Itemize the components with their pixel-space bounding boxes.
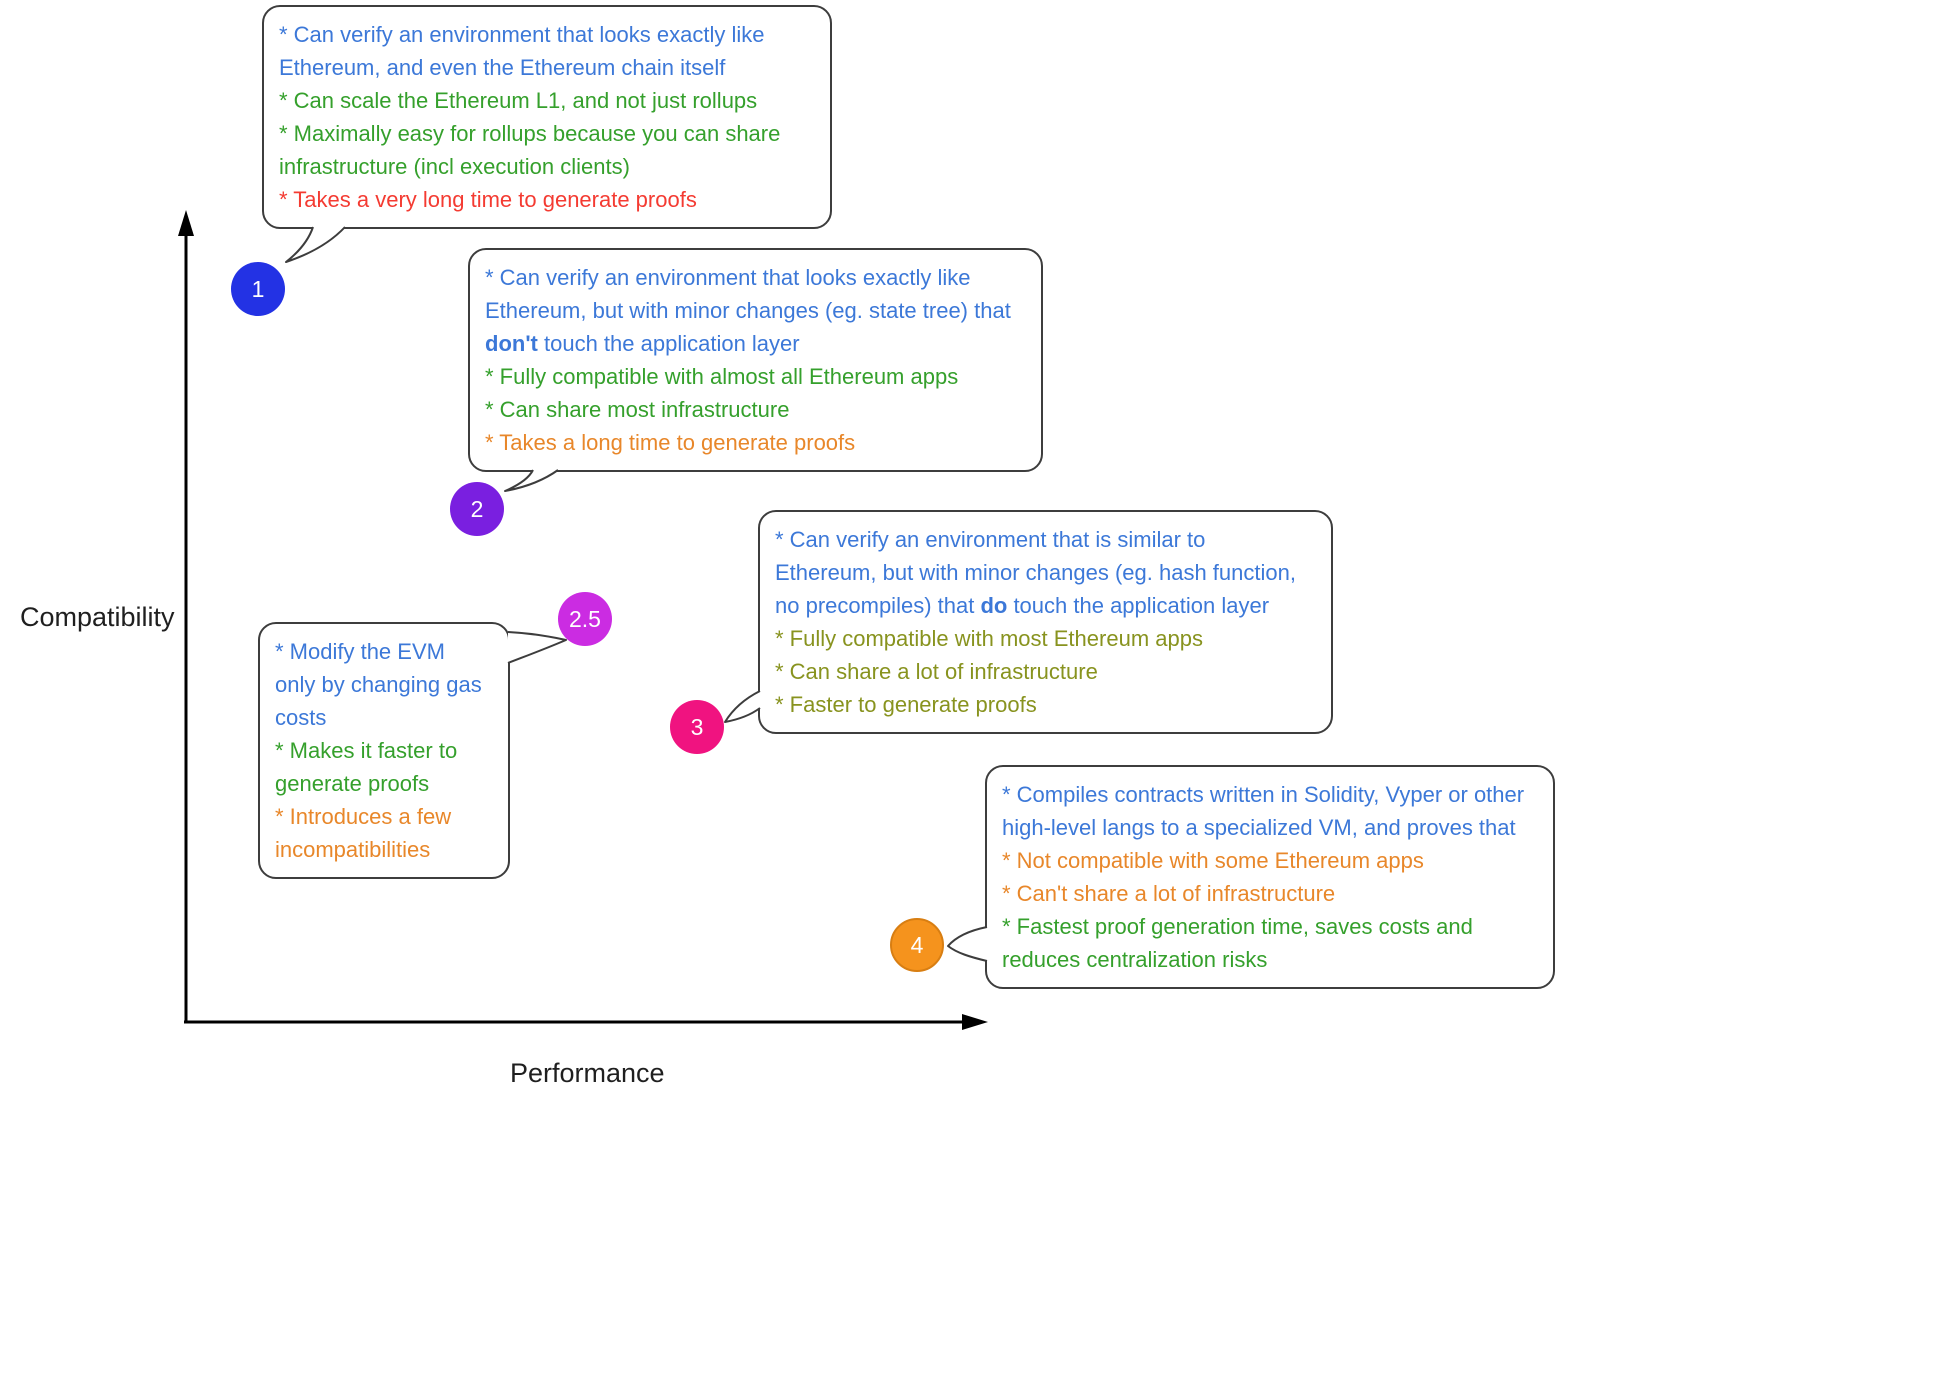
bubble-line: * Makes it faster to (275, 738, 458, 763)
bubble-line: * Can verify an environment that is simi… (775, 527, 1206, 552)
bubble-type-1: * Can verify an environment that looks e… (262, 5, 832, 229)
y-axis-label: Compatibility (20, 602, 175, 632)
bubble-line: reduces centralization risks (1002, 947, 1268, 972)
bubble-type-2-5: * Modify the EVM only by changing gas co… (258, 622, 510, 879)
bubble-line: * Faster to generate proofs (775, 692, 1037, 717)
bubble-line: * Can scale the Ethereum L1, and not jus… (279, 88, 758, 113)
bubble-line: * Introduces a few (275, 804, 452, 829)
bubble-line: * Fastest proof generation time, saves c… (1002, 914, 1473, 939)
bubble-line: * Fully compatible with most Ethereum ap… (775, 626, 1203, 651)
bubble-line: only by changing gas (275, 672, 482, 697)
bubble-line: * Can verify an environment that looks e… (485, 265, 971, 290)
bubble-type-3: * Can verify an environment that is simi… (758, 510, 1333, 734)
bubble-line: * Takes a long time to generate proofs (485, 430, 856, 455)
bubble-tail-2 (504, 469, 559, 492)
bubble-line: high-level langs to a specialized VM, an… (1002, 815, 1516, 840)
bubble-line: * Maximally easy for rollups because you… (279, 121, 781, 146)
x-axis-arrow-icon (962, 1014, 988, 1030)
bubble-type-4: * Compiles contracts written in Solidity… (985, 765, 1555, 989)
bubble-line: no precompiles) that do touch the applic… (775, 593, 1270, 618)
bubble-line: * Not compatible with some Ethereum apps (1002, 848, 1424, 873)
bubble-line: * Can share most infrastructure (485, 397, 790, 422)
bubble-line: * Can't share a lot of infrastructure (1002, 881, 1336, 906)
bubble-line: * Compiles contracts written in Solidity… (1002, 782, 1525, 807)
bubble-line: infrastructure (incl execution clients) (279, 154, 630, 179)
bubble-line: generate proofs (275, 771, 430, 796)
point-type-2: 2 (450, 482, 504, 536)
point-type-2-5: 2.5 (558, 592, 612, 646)
y-axis-arrow-icon (178, 210, 194, 236)
bubble-tail-3 (724, 690, 761, 723)
bubble-line: * Fully compatible with almost all Ether… (485, 364, 959, 389)
point-type-1: 1 (231, 262, 285, 316)
bubble-line: * Can verify an environment that looks e… (279, 22, 765, 47)
bubble-line: Ethereum, and even the Ethereum chain it… (279, 55, 726, 80)
point-type-3: 3 (670, 700, 724, 754)
bubble-tail-2-5 (507, 631, 567, 664)
bubble-line: * Modify the EVM (275, 639, 445, 664)
bubble-line: * Can share a lot of infrastructure (775, 659, 1098, 684)
bubble-line: incompatibilities (275, 837, 431, 862)
bubble-tail-1 (285, 226, 346, 263)
bubble-line: Ethereum, but with minor changes (eg. ha… (775, 560, 1296, 585)
bubble-line: costs (275, 705, 327, 730)
bubble-line: * Takes a very long time to generate pro… (279, 187, 697, 212)
point-type-4: 4 (890, 918, 944, 972)
bubble-type-2: * Can verify an environment that looks e… (468, 248, 1043, 472)
bubble-line: Ethereum, but with minor changes (eg. st… (485, 298, 1011, 323)
bubble-tail-4 (947, 926, 988, 962)
bubble-line: don't touch the application layer (485, 331, 800, 356)
x-axis-label: Performance (510, 1058, 665, 1088)
